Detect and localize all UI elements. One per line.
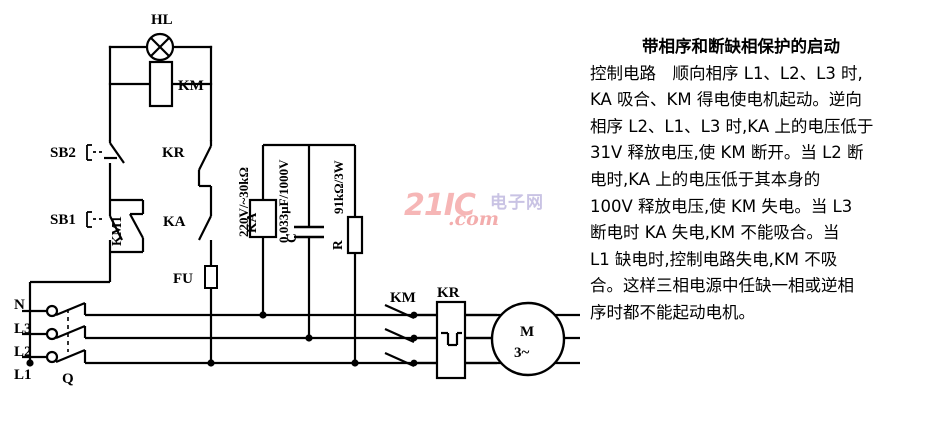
- label-km-main: KM: [390, 290, 416, 306]
- label-ka-contact: KA: [163, 214, 186, 230]
- description-line: 31V 释放电压,使 KM 断开。当 L2 断: [590, 143, 864, 163]
- coil-km-symbol: [148, 60, 174, 108]
- label-motor: M: [520, 324, 534, 340]
- description-line: 控制电路 顺向相序 L1、L2、L3 时,: [590, 63, 863, 83]
- description-line: 合。这样三相电源中任缺一相或逆相: [590, 276, 854, 296]
- thermal-relay-element: [441, 331, 462, 347]
- switch-q-symbol: [22, 301, 87, 364]
- description-line: 100V 释放电压,使 KM 失电。当 L3: [590, 196, 853, 216]
- label-q: Q: [62, 371, 74, 387]
- label-fu: FU: [173, 271, 193, 287]
- description-line: L1 缺电时,控制电路失电,KM 不吸: [590, 249, 838, 269]
- label-motor-type: 3~: [514, 345, 530, 361]
- label-n: N: [14, 297, 25, 313]
- description-line: 相序 L2、L1、L3 时,KA 上的电压低于: [590, 116, 874, 136]
- label-sb2: SB2: [50, 145, 76, 161]
- contact-sb1-blade: [109, 215, 123, 241]
- coil-ka-symbol: [248, 198, 278, 239]
- junction-dots: [26, 311, 359, 367]
- contact-sb2-blade: [109, 142, 125, 164]
- description-line: 断电时 KA 失电,KM 不能吸合。当: [590, 223, 840, 243]
- label-kr-block: KR: [437, 285, 460, 301]
- description-line: 序时都不能起动电机。: [590, 302, 755, 322]
- contact-kr-blade: [198, 145, 212, 171]
- fuse-fu-symbol: [204, 265, 218, 289]
- label-sb1: SB1: [50, 212, 76, 228]
- label-r-rating: 91kΩ/3W: [331, 160, 346, 214]
- label-l3: L3: [14, 321, 32, 337]
- label-r: R: [330, 240, 345, 250]
- label-hl: HL: [151, 12, 173, 28]
- contact-km1-blade: [129, 213, 144, 239]
- label-l2: L2: [14, 344, 32, 360]
- capacitor-c-symbol: [294, 225, 324, 239]
- motor-symbol: [490, 301, 566, 377]
- contact-ka-blade: [198, 215, 212, 241]
- description-line: 带相序和断缺相保护的启动: [642, 37, 840, 56]
- label-c-rating: 0.033μF/1000V: [276, 159, 291, 243]
- label-km-coil: KM: [178, 78, 204, 94]
- thermal-relay-kr-symbol: [435, 300, 467, 380]
- description-text: 带相序和断缺相保护的启动 控制电路 顺向相序 L1、L2、L3 时, KA 吸合…: [590, 34, 940, 327]
- label-ka-rating: 220V/~30kΩ: [236, 167, 251, 237]
- sb2-actuator-icon: [86, 144, 105, 161]
- description-line: KA 吸合、KM 得电使电机起动。逆向: [590, 90, 862, 110]
- description-line: 电时,KA 上的电压低于其本身的: [590, 169, 821, 189]
- resistor-r-symbol: [346, 215, 364, 255]
- sb1-actuator-icon: [86, 211, 105, 228]
- label-kr-contact: KR: [162, 145, 185, 161]
- lamp-hl-symbol: [145, 32, 175, 62]
- label-l1: L1: [14, 367, 32, 383]
- circuit-schematic: HL KM SB2: [14, 12, 580, 387]
- label-c: C: [284, 233, 299, 243]
- main-contact-dots: [410, 311, 418, 367]
- main-contacts-km-symbol: [384, 303, 437, 368]
- label-ka-coil: KA: [244, 212, 259, 233]
